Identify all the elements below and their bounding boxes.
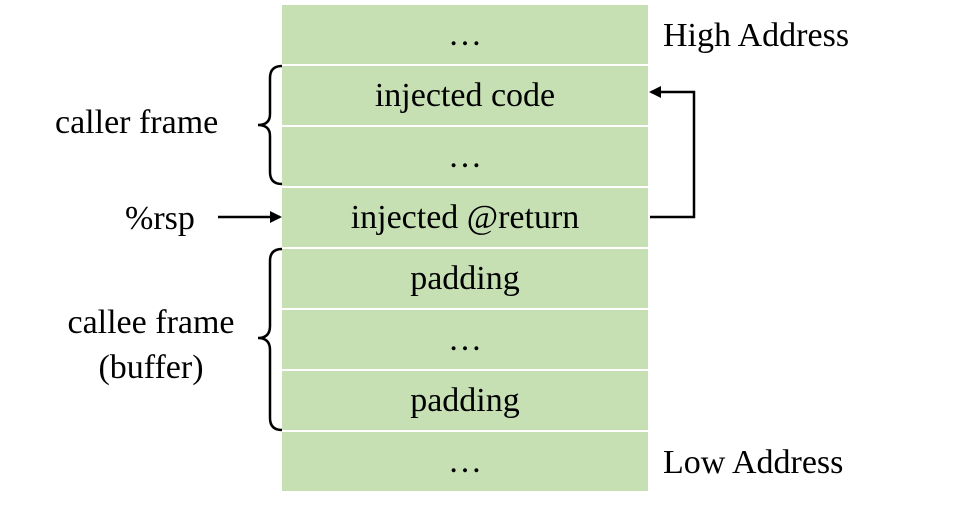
callee-frame-brace: [257, 247, 283, 432]
callee-frame-label-line1: callee frame: [67, 304, 235, 341]
stack-cell-padding-lower: padding: [282, 371, 648, 432]
stack-cell-injected-return: injected @return: [282, 188, 648, 249]
stack-cell-bottom-ellipsis: …: [282, 432, 648, 491]
callee-frame-label-line2: (buffer): [98, 349, 204, 386]
stack-cell-injected-code: injected code: [282, 66, 648, 127]
stack-cell-padding-upper: padding: [282, 249, 648, 310]
rsp-label: %rsp: [125, 200, 195, 237]
low-address-label: Low Address: [663, 444, 844, 481]
stack-cell-caller-ellipsis: …: [282, 127, 648, 188]
high-address-label: High Address: [663, 17, 850, 54]
caller-frame-brace: [257, 64, 283, 186]
stack-cell-buffer-ellipsis: …: [282, 310, 648, 371]
return-to-injected-code-arrow: [649, 86, 696, 219]
callee-frame-label: callee frame (buffer): [57, 306, 245, 385]
stack-cell-top-ellipsis: …: [282, 5, 648, 66]
memory-stack: … injected code … injected @return paddi…: [282, 5, 648, 491]
caller-frame-label: caller frame: [55, 104, 219, 141]
